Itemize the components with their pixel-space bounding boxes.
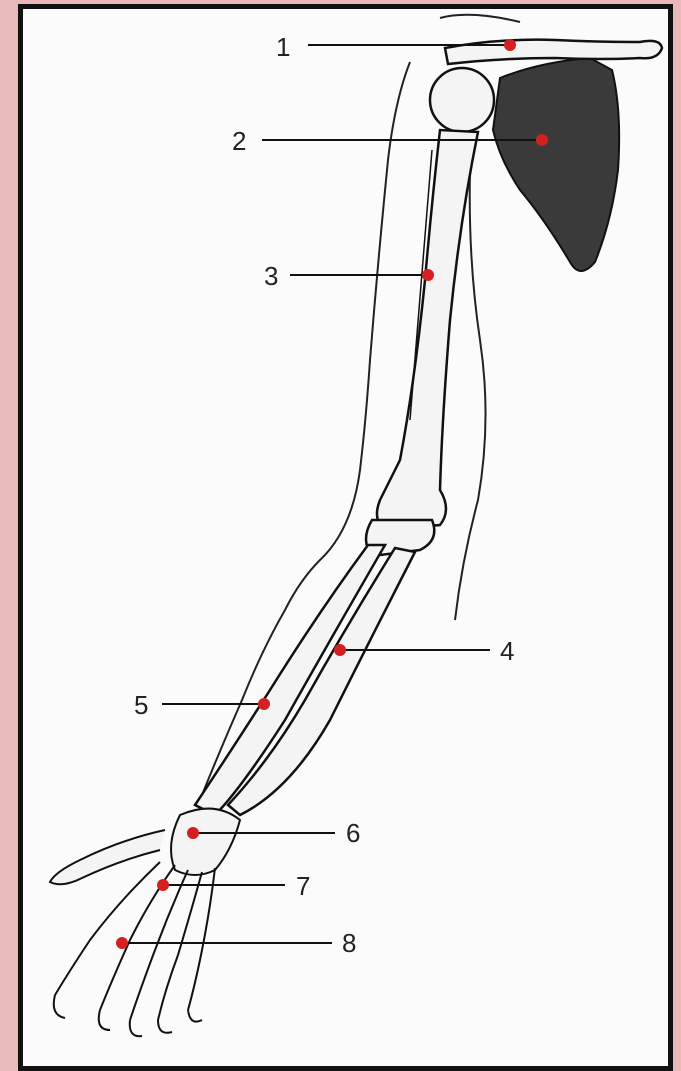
scapula [493, 58, 619, 271]
label-1: 1 [276, 32, 290, 62]
marker-2 [536, 134, 548, 146]
label-4: 4 [500, 636, 514, 666]
label-7: 7 [296, 871, 310, 901]
label-8: 8 [342, 928, 356, 958]
marker-4 [334, 644, 346, 656]
marker-5 [258, 698, 270, 710]
clavicle [445, 40, 662, 64]
marker-8 [116, 937, 128, 949]
marker-1 [504, 39, 516, 51]
label-2: 2 [232, 126, 246, 156]
label-5: 5 [134, 690, 148, 720]
marker-7 [157, 879, 169, 891]
label-6: 6 [346, 818, 360, 848]
marker-3 [422, 269, 434, 281]
humerus [377, 68, 494, 530]
label-3: 3 [264, 261, 278, 291]
hand-bones [50, 809, 240, 1037]
marker-6 [187, 827, 199, 839]
forearm-bones [195, 545, 415, 815]
